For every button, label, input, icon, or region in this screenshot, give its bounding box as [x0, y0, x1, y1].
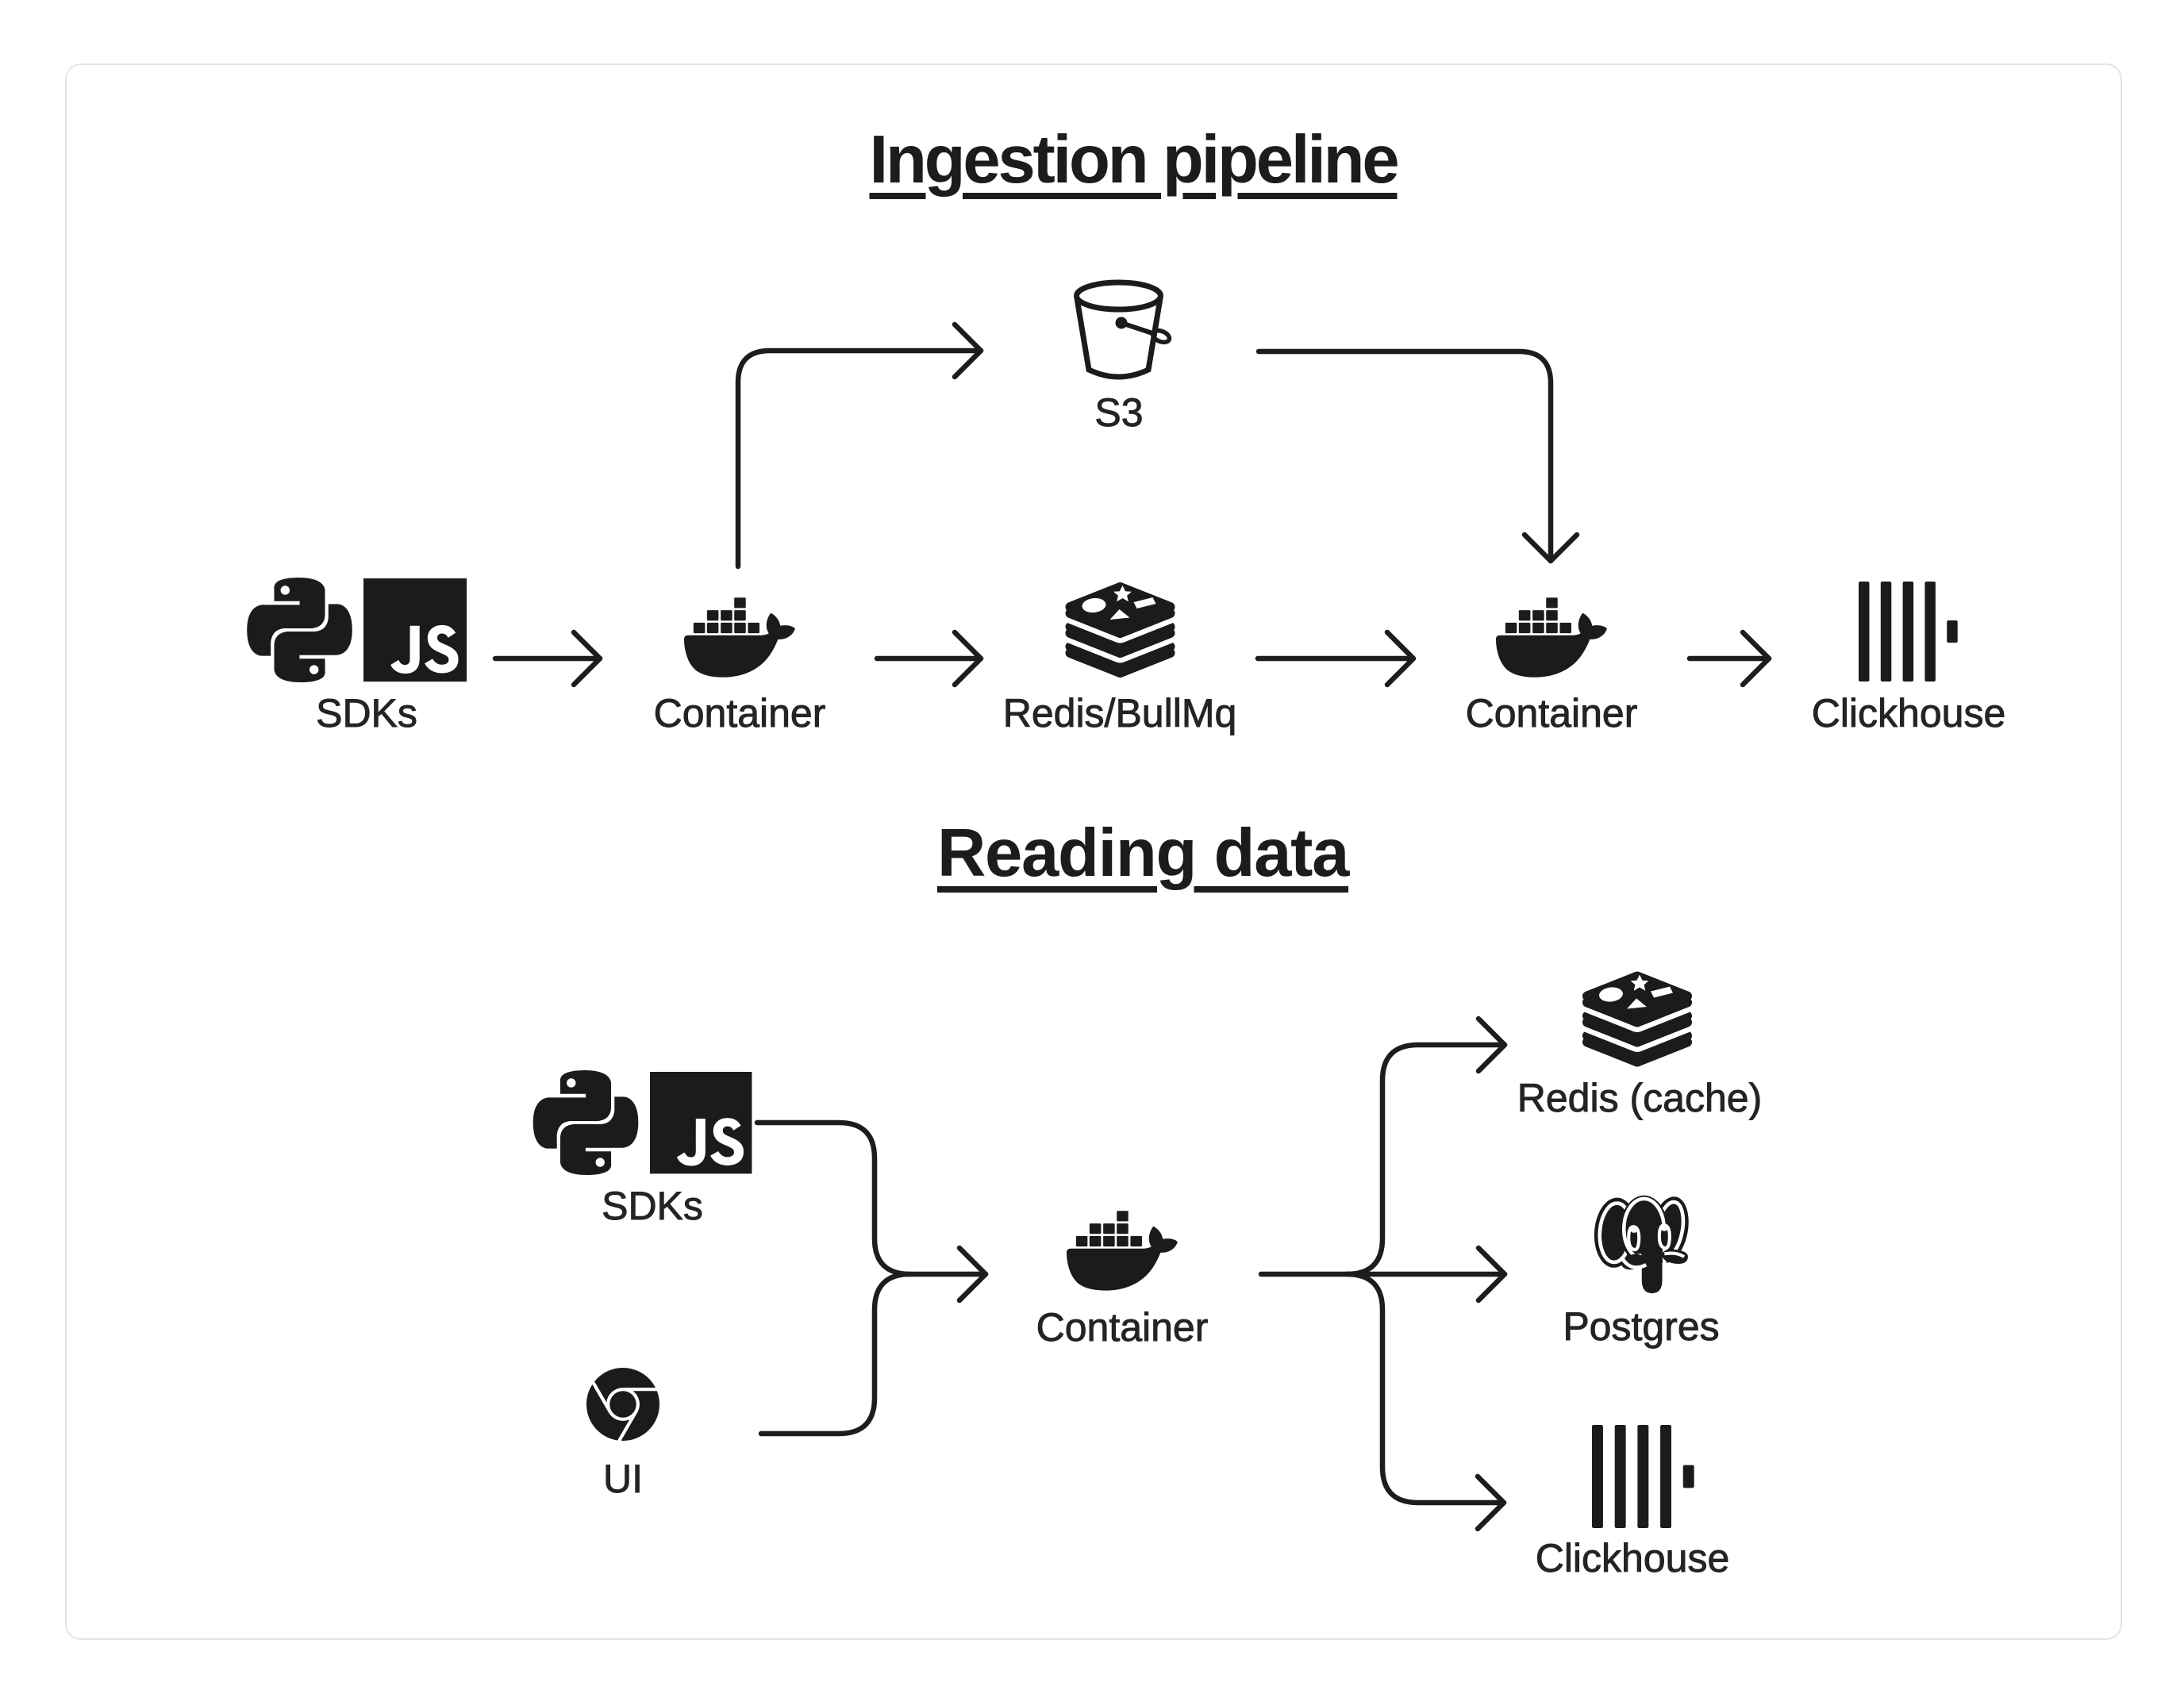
svg-text:Redis (cache): Redis (cache)	[1517, 1076, 1762, 1120]
svg-text:S3: S3	[1094, 390, 1143, 435]
svg-text:SDKs: SDKs	[602, 1184, 703, 1228]
svg-text:SDKs: SDKs	[316, 691, 417, 735]
svg-text:Container: Container	[654, 691, 826, 735]
svg-text:UI: UI	[603, 1457, 643, 1501]
svg-text:Redis/BullMq: Redis/BullMq	[1003, 691, 1237, 735]
svg-text:Clickhouse: Clickhouse	[1536, 1536, 1730, 1580]
svg-text:Container: Container	[1036, 1305, 1209, 1350]
svg-text:Clickhouse: Clickhouse	[1812, 691, 2006, 735]
svg-text:Postgres: Postgres	[1563, 1304, 1719, 1349]
svg-text:Container: Container	[1466, 691, 1638, 735]
